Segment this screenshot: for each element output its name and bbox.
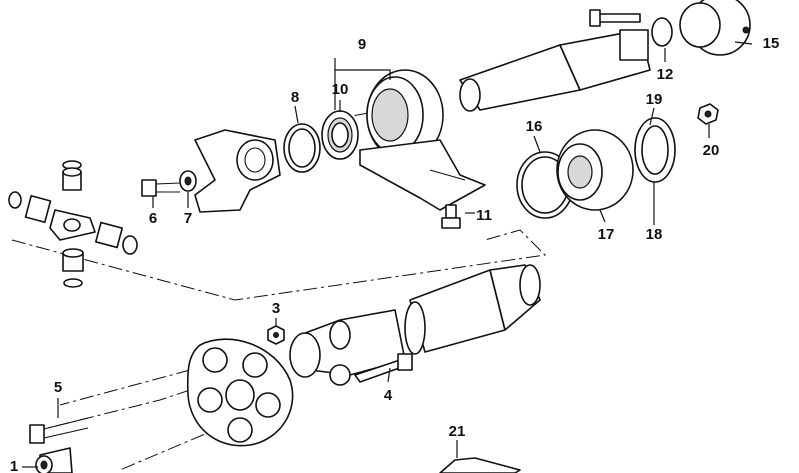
- callout-18[interactable]: 18: [645, 226, 663, 243]
- callout-16[interactable]: 16: [525, 118, 543, 135]
- bolt-4[interactable]: [354, 353, 413, 383]
- callout-15[interactable]: 15: [762, 35, 780, 52]
- callout-20[interactable]: 20: [702, 142, 720, 159]
- callout-8[interactable]: 8: [290, 89, 300, 106]
- bearing-10[interactable]: [321, 110, 359, 160]
- seal-18[interactable]: [634, 117, 676, 183]
- driveshaft-tube[interactable]: [404, 264, 541, 355]
- nut-20[interactable]: [697, 103, 719, 125]
- flex-disc[interactable]: [186, 338, 294, 447]
- cv-joint-17[interactable]: [556, 129, 634, 211]
- callout-11[interactable]: 11: [476, 207, 492, 224]
- bushing-1[interactable]: [35, 447, 73, 473]
- callout-10[interactable]: 10: [331, 81, 349, 98]
- callout-3[interactable]: 3: [271, 300, 281, 317]
- bolt-6[interactable]: [141, 179, 181, 197]
- callout-17[interactable]: 17: [597, 226, 615, 243]
- bolt-5[interactable]: [29, 417, 89, 444]
- center-bearing-9[interactable]: [359, 69, 486, 211]
- callout-21[interactable]: 21: [448, 423, 466, 440]
- nut-3[interactable]: [267, 325, 285, 345]
- callout-5[interactable]: 5: [53, 379, 63, 396]
- universal-joint[interactable]: [8, 160, 138, 288]
- callout-12[interactable]: 12: [656, 66, 674, 83]
- ring-8[interactable]: [283, 123, 321, 173]
- callout-9[interactable]: 9: [357, 36, 367, 53]
- callout-1[interactable]: 1: [9, 458, 19, 473]
- callout-19[interactable]: 19: [645, 91, 663, 108]
- callout-6[interactable]: 6: [148, 210, 158, 227]
- bracket-21[interactable]: [439, 457, 521, 473]
- yoke[interactable]: [194, 129, 281, 213]
- bolt-11[interactable]: [441, 204, 461, 229]
- washer-7[interactable]: [179, 170, 197, 192]
- callout-4[interactable]: 4: [383, 387, 393, 404]
- ring-16[interactable]: [516, 151, 574, 219]
- output-shaft[interactable]: [459, 9, 673, 112]
- flange-15[interactable]: [679, 0, 751, 56]
- front-shaft[interactable]: [289, 309, 406, 386]
- leader-lines: [22, 41, 753, 468]
- callout-7[interactable]: 7: [183, 210, 193, 227]
